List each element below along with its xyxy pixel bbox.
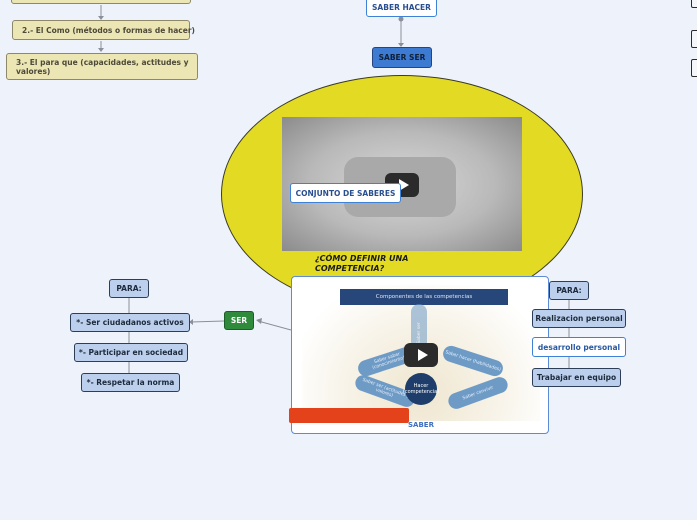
right-item-2-label: desarrollo personal (537, 342, 621, 352)
slide-petal-2: Saber hacer (habilidades) (441, 343, 505, 379)
ser-para-label: PARA: (116, 284, 142, 293)
saber-hacer-label: SABER HACER (372, 2, 431, 12)
saber-ser-node[interactable]: SABER SER (372, 47, 432, 68)
right-para-node[interactable]: PARA: (549, 281, 589, 300)
right-para-label: PARA: (556, 286, 582, 295)
slide-petal-4: Saber convivir (446, 374, 510, 412)
conjunto-de-saberes-node[interactable]: CONJUNTO DE SABERES (290, 183, 401, 203)
ser-node[interactable]: SER (224, 311, 254, 330)
ser-item-3-label: *- Respetar la norma (86, 378, 175, 387)
right-item-3-label: Trabajar en equipo (536, 373, 617, 382)
ser-para-node[interactable]: PARA: (109, 279, 149, 298)
saber-ser-label: SABER SER (378, 53, 426, 62)
right-item-2[interactable]: desarrollo personal (532, 337, 626, 357)
central-question: ¿CÓMO DEFINIR UNA COMPETENCIA? (315, 254, 409, 273)
ser-item-2[interactable]: *- Participar en sociedad (74, 343, 188, 362)
left-branch-item-3-label: 3.- El para que (capacidades, actitudes … (16, 57, 189, 76)
saber-hacer-node[interactable]: SABER HACER (366, 0, 437, 17)
slide-title: Componentes de las competencias (340, 289, 508, 305)
ser-item-3[interactable]: *- Respetar la norma (81, 373, 180, 392)
ser-item-2-label: *- Participar en sociedad (78, 348, 184, 357)
offscreen-node-2[interactable] (691, 59, 697, 77)
saber-footer: SABER (408, 421, 434, 429)
orange-label-bar[interactable] (289, 408, 409, 423)
conjunto-de-saberes-label: CONJUNTO DE SABERES (295, 188, 396, 198)
offscreen-node-1[interactable] (691, 30, 697, 48)
ser-label: SER (230, 316, 248, 325)
left-branch-item-1[interactable] (11, 0, 191, 4)
play-icon[interactable] (404, 343, 438, 367)
right-item-3[interactable]: Trabajar en equipo (532, 368, 621, 387)
slide-center: Hacer (competencia) (403, 373, 439, 405)
offscreen-node-0[interactable] (691, 0, 697, 8)
competencies-slide: Componentes de las competencias Saber sa… (302, 285, 540, 421)
left-branch-item-2[interactable]: 2.- El Como (métodos o formas de hacer) (12, 20, 195, 40)
right-item-1[interactable]: Realizacion personal (532, 309, 626, 328)
left-branch-item-3[interactable]: 3.- El para que (capacidades, actitudes … (6, 53, 198, 80)
ser-item-1[interactable]: *- Ser ciudadanos activos (70, 313, 190, 332)
right-item-1-label: Realizacion personal (535, 314, 623, 323)
saber-card[interactable]: Componentes de las competencias Saber sa… (291, 276, 549, 434)
left-branch-item-2-label: 2.- El Como (métodos o formas de hacer) (22, 25, 195, 35)
ser-item-1-label: *- Ser ciudadanos activos (76, 318, 184, 327)
